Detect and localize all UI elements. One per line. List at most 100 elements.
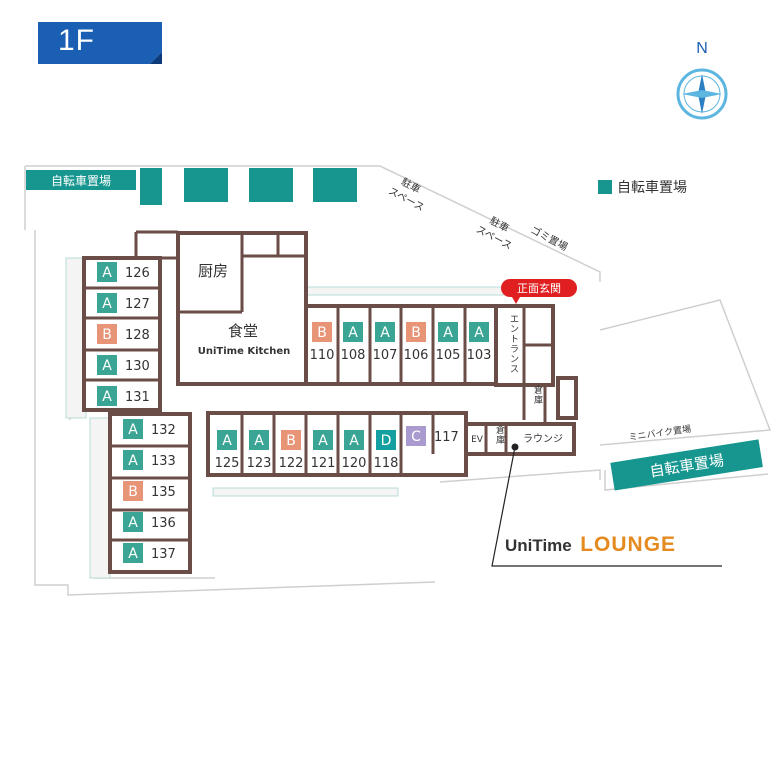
room-type-badge: [97, 293, 117, 313]
room-105: A 105: [436, 322, 461, 363]
room-number: 128: [125, 328, 150, 343]
room-type-badge: [97, 355, 117, 375]
room-type-badge: [217, 430, 237, 450]
room-133: A 133: [123, 450, 176, 470]
floor-banner: [38, 22, 162, 64]
compass: N: [676, 40, 728, 128]
room-type-letter: A: [254, 433, 264, 449]
room-type-letter: A: [380, 325, 390, 341]
corridor-areas: [65, 257, 506, 579]
room-number: 103: [467, 348, 492, 363]
room-type-letter: A: [102, 265, 112, 281]
room-type-letter: B: [411, 325, 421, 341]
room-type-letter: A: [474, 325, 484, 341]
svg-text:自転車置場: 自転車置場: [51, 174, 111, 188]
room-number: 120: [342, 456, 367, 471]
room-number: 117: [434, 430, 459, 445]
room-type-badge: [312, 322, 332, 342]
lounge-pointer: [491, 443, 722, 567]
room-type-letter: A: [102, 358, 112, 374]
room-number: 137: [151, 547, 176, 562]
room-number: 133: [151, 454, 176, 469]
internal-walls: [84, 230, 553, 542]
room-number: 136: [151, 516, 176, 531]
room-number: 130: [125, 359, 150, 374]
room-number: 106: [404, 348, 429, 363]
room-number: 105: [436, 348, 461, 363]
floor-label: 1F: [58, 24, 96, 57]
room-type-badge: [123, 512, 143, 532]
room-135: B 135: [123, 481, 176, 501]
room-type-letter: A: [102, 296, 112, 312]
room-number: 131: [125, 390, 150, 405]
room-type-badge: [281, 430, 301, 450]
room-118: D 118: [374, 430, 399, 471]
room-137: A 137: [123, 543, 176, 563]
garbage-label: ゴミ置場: [529, 223, 570, 253]
room-number: 135: [151, 485, 176, 500]
legend-label: 自転車置場: [617, 180, 687, 196]
main-entrance-tag: 正面玄関: [501, 279, 577, 304]
room-type-badge: [406, 426, 426, 446]
bike-parking-blocks: [140, 168, 357, 205]
room-type-letter: B: [128, 484, 138, 500]
room-type-letter: A: [128, 422, 138, 438]
lounge-logo-brand: UniTime: [505, 536, 572, 555]
room-type-letter: A: [128, 515, 138, 531]
lounge-logo: UniTime LOUNGE: [505, 533, 676, 557]
room-type-letter: A: [102, 389, 112, 405]
dining-label: 食堂: [228, 322, 258, 340]
compass-north-label: N: [696, 40, 708, 57]
storage-label-1: 倉庫: [534, 384, 543, 406]
ev-label: EV: [471, 435, 484, 445]
room-number: 108: [341, 348, 366, 363]
bike-parking-label-bottom-right: 自転車置場: [610, 439, 763, 491]
room-type-letter: A: [349, 433, 359, 449]
room-type-letter: A: [128, 546, 138, 562]
room-type-badge: [123, 481, 143, 501]
kitchen-label: 厨房: [198, 262, 228, 280]
room-type-letter: A: [348, 325, 358, 341]
room-type-badge: [375, 322, 395, 342]
lounge-logo-name: LOUNGE: [580, 533, 677, 556]
room-type-badge: [123, 543, 143, 563]
room-type-letter: A: [443, 325, 453, 341]
room-type-badge: [344, 430, 364, 450]
room-136: A 136: [123, 512, 176, 532]
room-type-letter: A: [318, 433, 328, 449]
room-type-letter: A: [128, 453, 138, 469]
room-type-badge: [438, 322, 458, 342]
room-103: A 103: [467, 322, 492, 363]
room-type-letter: D: [381, 433, 392, 449]
room-type-letter: B: [102, 327, 112, 343]
room-120: A 120: [342, 430, 367, 471]
room-type-badge: [313, 430, 333, 450]
room-type-badge: [97, 262, 117, 282]
room-number: 125: [215, 456, 240, 471]
vertical-labels: エントランス 倉庫 倉庫: [496, 315, 543, 446]
room-131: A 131: [97, 386, 150, 406]
room-type-badge: [343, 322, 363, 342]
room-type-letter: C: [411, 429, 421, 445]
room-108: A 108: [341, 322, 366, 363]
room-type-badge: [123, 419, 143, 439]
room-106: B 106: [404, 322, 429, 363]
entrance-hall-label: エントランス: [510, 315, 519, 375]
legend-swatch: [598, 180, 612, 194]
dining-brand: UniTime Kitchen: [198, 346, 291, 357]
room-number: 118: [374, 456, 399, 471]
room-number: 110: [310, 348, 335, 363]
room-number: 122: [279, 456, 304, 471]
common-room-labels: 厨房 食堂 UniTime Kitchen EV ラウンジ: [198, 262, 563, 445]
room-type-badge: [469, 322, 489, 342]
